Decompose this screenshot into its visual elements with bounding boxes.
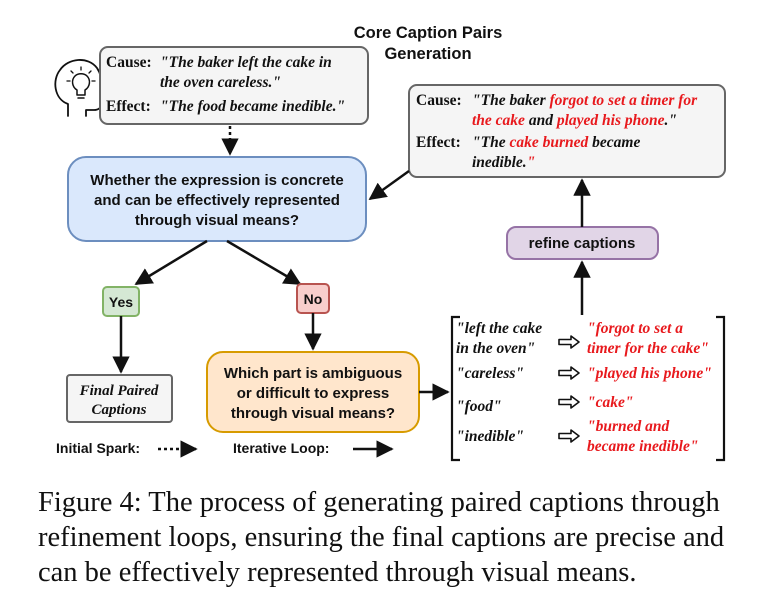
mapping-arrow-3-icon [558,395,580,409]
ambiguous-line2: or difficult to express [237,385,390,402]
refined-cause-line2-mid: and [525,112,557,129]
mapping-left-bracket [450,315,460,462]
refined-effect-line2-post: " [527,154,536,171]
refined-cause-line2-red1: the cake [472,112,525,129]
mapping-arrow-4-icon [558,429,580,443]
no-branch-arrow [226,239,302,286]
refined-caption-box [408,84,726,178]
final-captions-line1: Final Paired [79,383,159,399]
mapping-from-1-line2: in the oven" [456,340,535,357]
refined-cause-line2: the cake and played his phone." [472,112,677,129]
diagram-title-line2: Generation [384,45,471,63]
refined-to-question-arrow [368,169,410,201]
mapping-to-3: "cake" [587,394,633,411]
original-caption-box [99,46,369,125]
yes-label: Yes [109,294,133,310]
refined-cause-line1: "The baker forgot to set a timer for [472,92,698,109]
original-cause-label: Cause: [106,54,152,71]
refined-cause-line2-red2: played his phone [555,112,665,129]
mapping-arrow-2-icon [558,366,580,380]
refined-cause-line1-red: forgot to set a timer for [550,92,699,109]
yes-branch-arrow [134,239,208,286]
legend-loop-label: Iterative Loop: [233,440,329,456]
ambiguous-line1: Which part is ambiguous [224,365,402,382]
mapping-to-4-line2: became inedible" [587,438,698,455]
diagram-title-line1: Core Caption Pairs [354,24,503,42]
original-cause-line2: the oven careless." [160,74,281,91]
refined-cause-line1-pre: "The baker [472,92,550,109]
refined-effect-line2-pre: inedible. [472,154,527,171]
refined-effect-line1-red: cake burned [509,134,588,151]
refined-effect-line1: "The cake burned became [472,134,640,151]
refined-cause-label: Cause: [416,92,462,109]
original-cause-line1: "The baker left the cake in [160,54,332,71]
question-line3: through visual means? [135,212,299,229]
refine-captions-label: refine captions [529,235,636,252]
head-lightbulb-icon [54,59,107,117]
mapping-to-2: "played his phone" [587,365,712,382]
figure-caption: Figure 4: The process of generating pair… [38,487,725,588]
mapping-from-1-line1: "left the cake [456,320,542,337]
mapping-from-4: "inedible" [456,428,524,445]
mapping-to-1-line2: timer for the cake" [587,340,709,357]
refined-effect-label: Effect: [416,134,461,151]
mapping-to-4-line1: "burned and [587,418,670,435]
flow-diagram: Core Caption Pairs Generation Cause: "Th… [54,24,726,462]
refined-effect-line1-pre: "The [472,134,509,151]
mapping-arrow-1-icon [558,335,580,349]
question-line1: Whether the expression is concrete [90,172,343,189]
question-line2: and can be effectively represented [94,192,340,209]
original-effect-label: Effect: [106,98,151,115]
refined-effect-line1-post: became [588,134,640,151]
refined-cause-line2-post: ." [664,112,676,129]
refined-effect-line2: inedible." [472,154,535,171]
mapping-from-2: "careless" [456,365,524,382]
no-label: No [304,291,323,307]
final-captions-line2: Captions [91,402,146,418]
final-captions-box [66,374,173,423]
ambiguous-line3: through visual means? [231,405,395,422]
original-effect-text: "The food became inedible." [160,98,345,115]
mapping-to-1-line1: "forgot to set a [587,320,683,337]
concrete-question-box [67,156,367,242]
mapping-from-3: "food" [456,398,502,415]
legend-spark-label: Initial Spark: [56,440,140,456]
mapping-right-bracket [716,315,726,462]
